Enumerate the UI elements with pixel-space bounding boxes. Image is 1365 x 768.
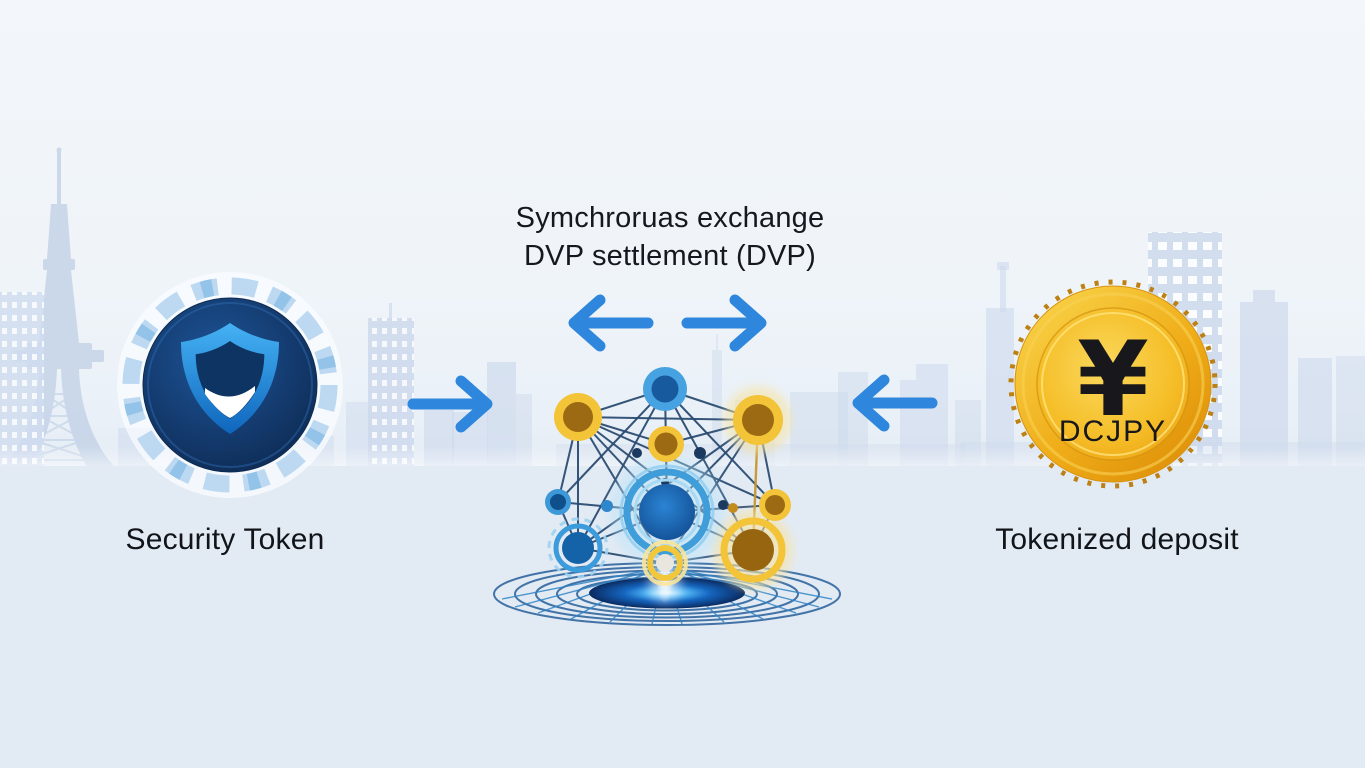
diagram-title: Symchroruas exchange DVP settlement (DVP… bbox=[370, 199, 970, 275]
title-line-1: Symchroruas exchange bbox=[515, 202, 825, 234]
flow-arrow-from-tokenized-deposit-icon bbox=[852, 374, 938, 432]
yen-symbol: ¥ bbox=[1077, 320, 1149, 440]
mist-band bbox=[0, 446, 1365, 466]
security-token-label: Security Token bbox=[125, 523, 325, 556]
node-topleft-gold bbox=[554, 393, 602, 441]
security-token-coin-icon bbox=[117, 272, 343, 498]
node-bottomright-gold bbox=[720, 517, 786, 583]
exchange-arrow-left-icon bbox=[568, 294, 654, 352]
node-right-gold bbox=[759, 489, 791, 521]
node-bottom-light bbox=[642, 540, 688, 586]
tokenized-deposit-label: Tokenized deposit bbox=[995, 523, 1239, 556]
exchange-arrow-right-icon bbox=[681, 294, 767, 352]
node-bottomleft-blue bbox=[547, 517, 609, 579]
flow-arrow-from-security-token-icon bbox=[407, 375, 493, 433]
node-left-small-blue bbox=[545, 489, 571, 515]
title-line-2: DVP settlement (DVP) bbox=[524, 240, 816, 272]
node-middle-gold bbox=[648, 426, 684, 462]
gold-coin-icon: ¥ DCJPY bbox=[1008, 279, 1218, 489]
network-nodes bbox=[545, 367, 793, 590]
node-top-blue bbox=[643, 367, 687, 411]
node-topright-gold bbox=[733, 395, 783, 445]
node-center-hub bbox=[619, 464, 715, 560]
dcjpy-ticker: DCJPY bbox=[1059, 415, 1167, 448]
shield-icon bbox=[181, 323, 279, 434]
